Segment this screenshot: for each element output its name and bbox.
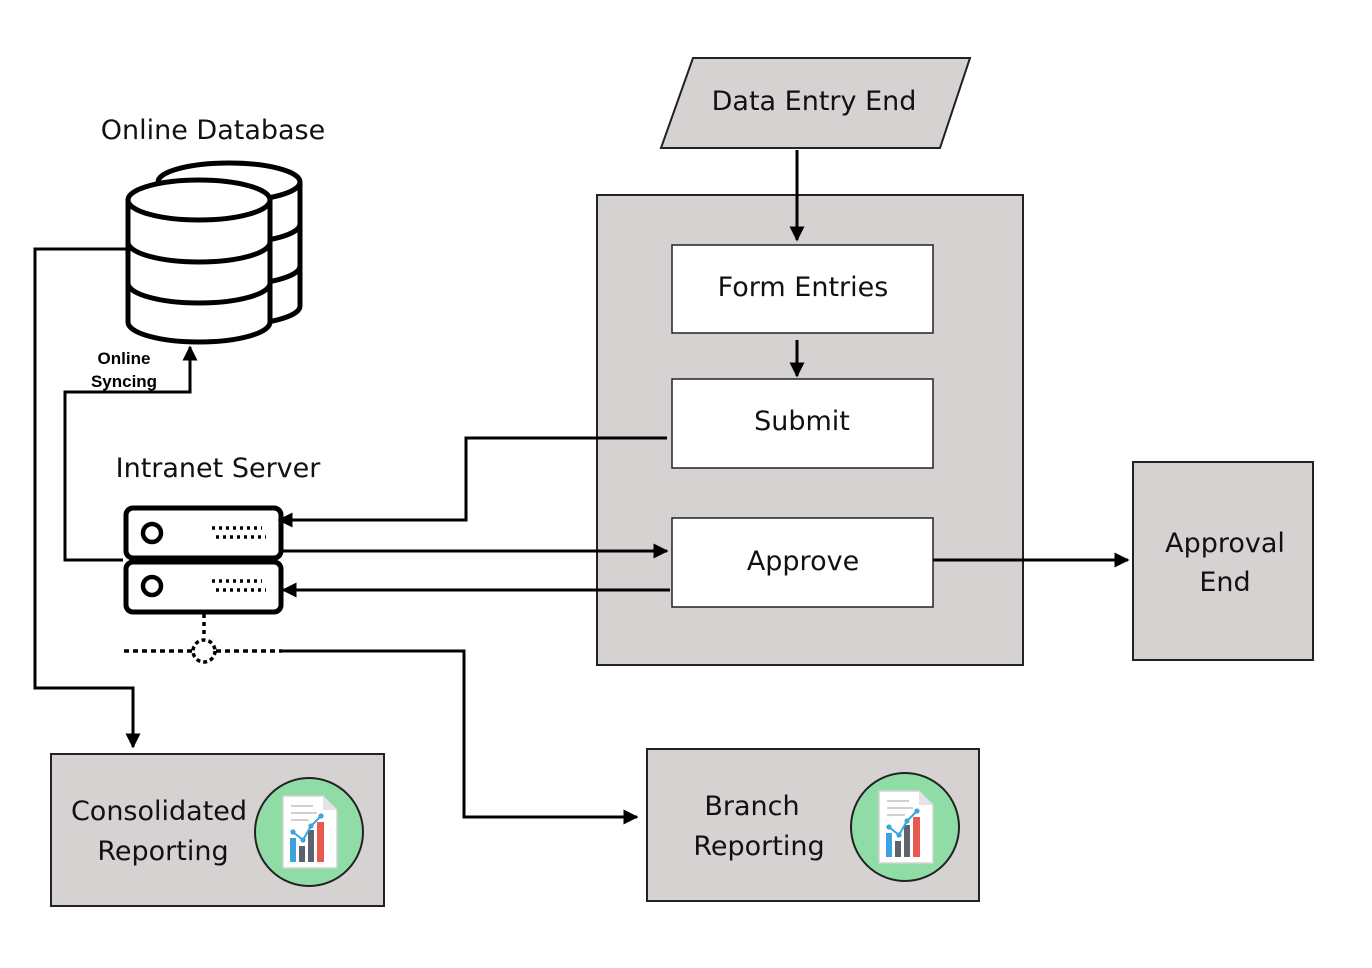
report-chart-icon bbox=[850, 772, 960, 882]
submit-label: Submit bbox=[754, 406, 850, 437]
online-syncing-label-line2: Syncing bbox=[91, 372, 157, 391]
edge-server-to-database-sync bbox=[63, 345, 198, 562]
data-entry-end-label: Data Entry End bbox=[712, 86, 917, 117]
edge-database-to-consolidated bbox=[33, 247, 141, 749]
approve-label: Approve bbox=[747, 546, 859, 577]
server-rack-icon bbox=[123, 505, 284, 664]
data-entry-end-node: Data Entry End bbox=[659, 57, 972, 149]
online-database-label: Online Database bbox=[101, 115, 326, 146]
submit-node: Submit bbox=[671, 378, 934, 469]
edge-submit-to-server bbox=[277, 436, 667, 528]
approval-end-label-line1: Approval bbox=[1165, 528, 1285, 559]
branch-reporting-node: Branch Reporting bbox=[646, 748, 980, 902]
edge-network-to-branch bbox=[282, 649, 639, 825]
approval-end-label-line2: End bbox=[1199, 567, 1250, 598]
branch-reporting-label-line2: Reporting bbox=[693, 831, 824, 862]
form-entries-label: Form Entries bbox=[718, 272, 889, 303]
consolidated-reporting-node: Consolidated Reporting bbox=[50, 753, 385, 907]
report-chart-icon bbox=[254, 777, 364, 887]
approve-node: Approve bbox=[671, 517, 934, 608]
database-stack-icon bbox=[125, 160, 303, 345]
online-syncing-label-line1: Online bbox=[98, 349, 151, 368]
intranet-server-label: Intranet Server bbox=[116, 453, 322, 484]
consolidated-reporting-label-line2: Reporting bbox=[97, 836, 228, 867]
consolidated-reporting-label-line1: Consolidated bbox=[71, 796, 247, 827]
approval-end-node: Approval End bbox=[1132, 461, 1314, 661]
branch-reporting-label-line1: Branch bbox=[704, 791, 799, 822]
form-entries-node: Form Entries bbox=[671, 244, 934, 334]
